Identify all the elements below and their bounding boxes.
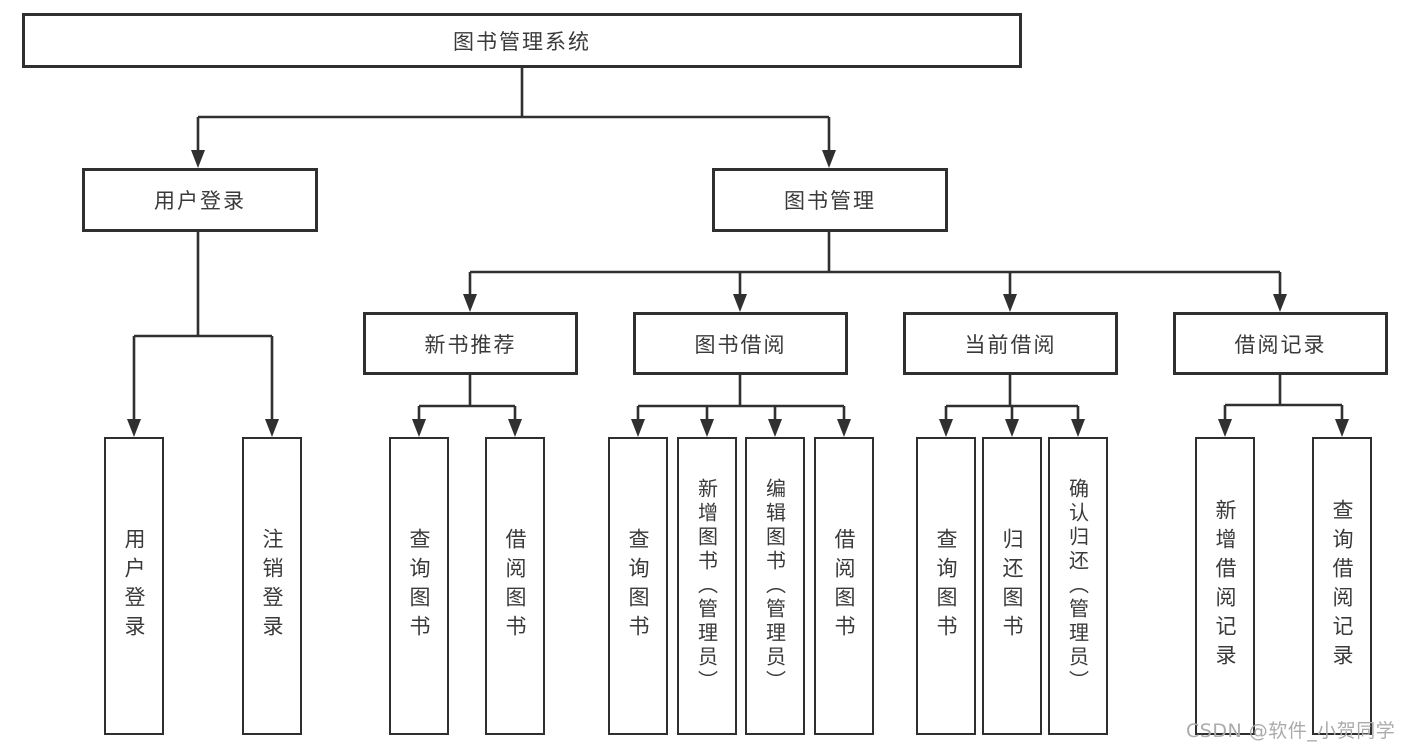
arrowhead <box>127 419 141 437</box>
connector-mgmt-to-groups <box>463 232 1287 312</box>
node-label: 借阅图书 <box>832 528 856 644</box>
connector-root-to-level2 <box>191 68 836 168</box>
node-label: 借阅图书 <box>503 528 527 644</box>
node-label: 图书管理 <box>784 189 876 213</box>
leaf-edit-books-admin: 编辑图书（管理员） <box>745 437 805 735</box>
connector-group1-to-leaves <box>631 375 851 437</box>
arrowhead <box>822 150 836 168</box>
node-new-book-recommend: 新书推荐 <box>363 312 578 375</box>
arrowhead <box>631 419 645 437</box>
arrowhead <box>1071 419 1085 437</box>
node-label: 编辑图书（管理员） <box>762 478 787 694</box>
node-book-management: 图书管理 <box>712 168 948 232</box>
node-label: 借阅记录 <box>1234 332 1327 357</box>
leaf-borrow-books: 借阅图书 <box>485 437 545 735</box>
leaf-query-borrow-record: 查询借阅记录 <box>1312 437 1372 735</box>
node-root-system: 图书管理系统 <box>22 13 1022 68</box>
leaf-user-login: 用户登录 <box>104 437 164 735</box>
node-label: 用户登录 <box>154 189 246 213</box>
node-label: 用户登录 <box>122 528 146 644</box>
node-label: 查询图书 <box>626 528 650 644</box>
connector-group3-to-leaves <box>1218 375 1349 437</box>
arrowhead <box>733 294 747 312</box>
arrowhead <box>700 419 714 437</box>
leaf-query-books: 查询图书 <box>389 437 449 735</box>
arrowhead <box>508 419 522 437</box>
leaf-return-books: 归还图书 <box>982 437 1042 735</box>
node-label: 新增借阅记录 <box>1213 499 1237 673</box>
leaf-add-books-admin: 新增图书（管理员） <box>677 437 737 735</box>
leaf-borrow-books: 借阅图书 <box>814 437 874 735</box>
arrowhead <box>768 419 782 437</box>
arrowhead <box>1003 294 1017 312</box>
node-borrow-records: 借阅记录 <box>1173 312 1388 375</box>
leaf-query-books: 查询图书 <box>916 437 976 735</box>
node-label: 查询图书 <box>407 528 431 644</box>
node-current-borrow: 当前借阅 <box>903 312 1118 375</box>
csdn-watermark: CSDN @软件_小贺同学 <box>1186 720 1396 742</box>
node-label: 图书管理系统 <box>453 29 591 54</box>
node-user-login: 用户登录 <box>82 168 318 232</box>
node-book-borrow: 图书借阅 <box>633 312 848 375</box>
arrowhead <box>1273 294 1287 312</box>
node-label: 查询图书 <box>934 528 958 644</box>
connector-group2-to-leaves <box>939 375 1085 437</box>
arrowhead <box>837 419 851 437</box>
arrowhead <box>1335 419 1349 437</box>
arrowhead <box>463 294 477 312</box>
leaf-confirm-return-admin: 确认归还（管理员） <box>1048 437 1108 735</box>
node-label: 新增图书（管理员） <box>694 478 719 694</box>
connector-login-to-leaves <box>127 232 279 437</box>
node-label: 归还图书 <box>1000 528 1024 644</box>
connector-group0-to-leaves <box>412 375 522 437</box>
leaf-logout: 注销登录 <box>242 437 302 735</box>
node-label: 确认归还（管理员） <box>1065 478 1090 694</box>
arrowhead <box>1005 419 1019 437</box>
arrowhead <box>412 419 426 437</box>
leaf-query-books: 查询图书 <box>608 437 668 735</box>
arrowhead <box>1218 419 1232 437</box>
arrowhead <box>191 150 205 168</box>
node-label: 当前借阅 <box>964 332 1057 357</box>
arrowhead <box>939 419 953 437</box>
node-label: 注销登录 <box>260 528 284 644</box>
node-label: 新书推荐 <box>424 332 517 357</box>
leaf-add-borrow-record: 新增借阅记录 <box>1195 437 1255 735</box>
arrowhead <box>265 419 279 437</box>
node-label: 查询借阅记录 <box>1330 499 1354 673</box>
node-label: 图书借阅 <box>694 332 787 357</box>
